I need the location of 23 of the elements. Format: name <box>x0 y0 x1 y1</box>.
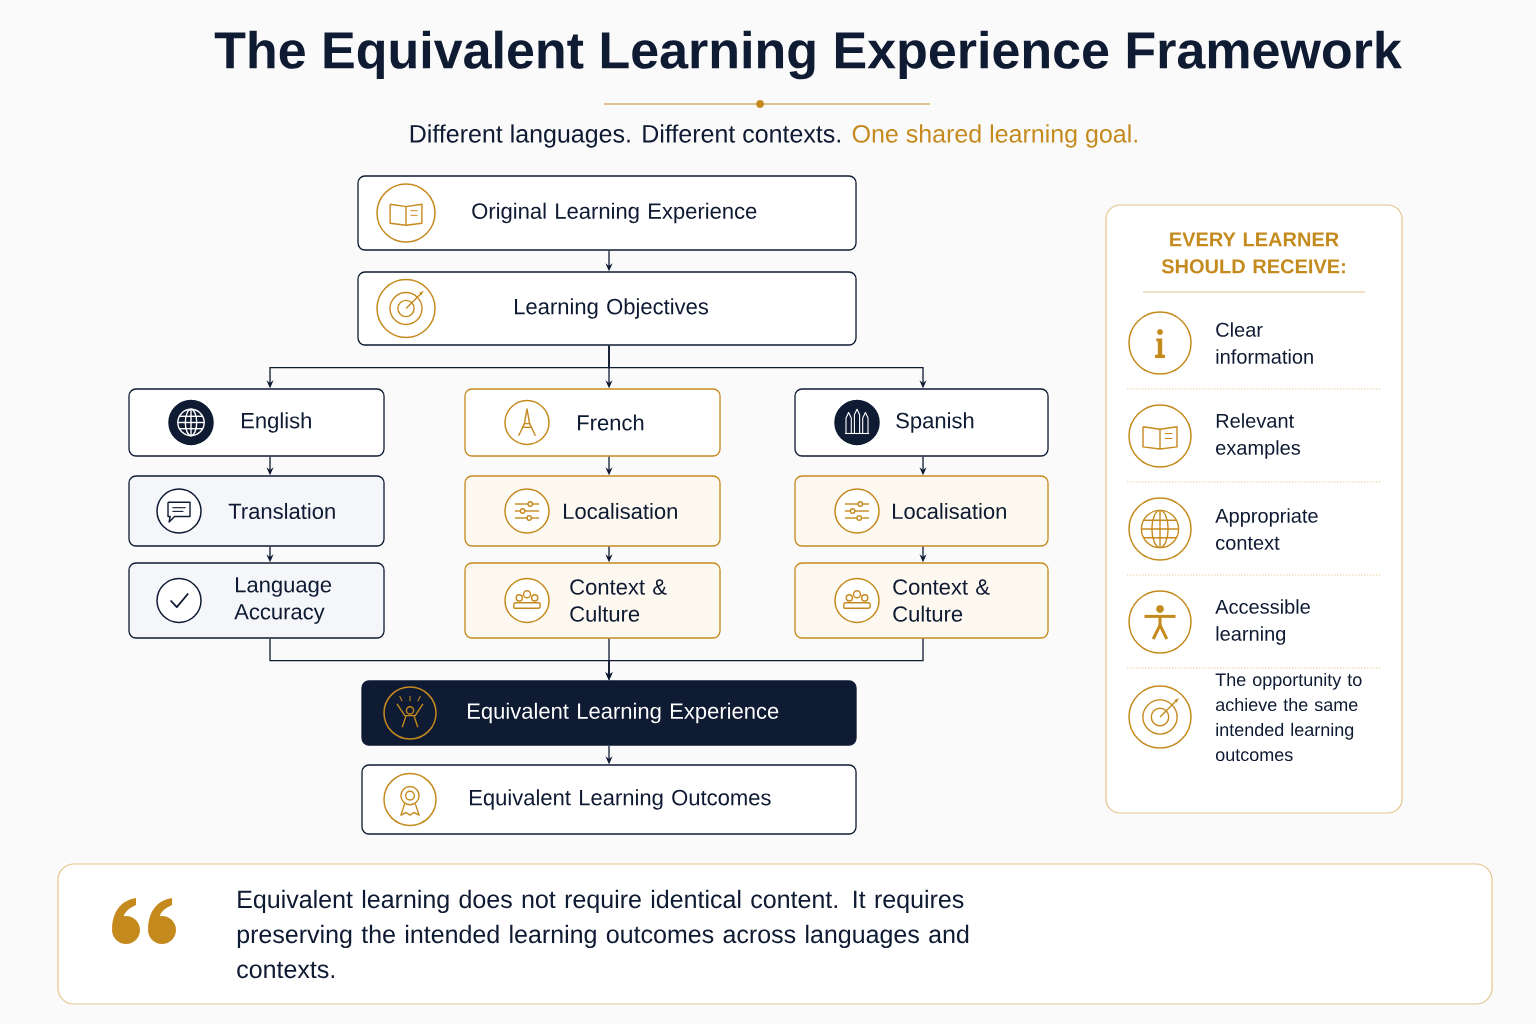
process-box: Localisation <box>794 475 1049 547</box>
process-box: Equivalent Learning Experience <box>361 680 857 746</box>
process-box: Language Accuracy <box>128 562 385 639</box>
list-item: Accessible learning <box>1215 599 1310 645</box>
subtitle: One shared learning goal. <box>852 124 1137 148</box>
process-box: Context & Culture <box>464 562 721 639</box>
title: The Equivalent Learning Experience Framework <box>214 30 1402 80</box>
subtitle: Different languages. Different contexts. <box>410 124 840 148</box>
process-box: Original Learning Experience <box>357 175 857 251</box>
list-item: The opportunity to achieve the same intended learning outcomes <box>1215 672 1362 762</box>
process-box: Localisation <box>464 475 721 547</box>
process-box: Translation <box>128 475 385 547</box>
process-box: Context & Culture <box>794 562 1049 639</box>
process-box: French <box>464 388 721 457</box>
panel-heading: EVERY LEARNER SHOULD RECEIVE: <box>1161 232 1345 274</box>
process-box: Learning Objectives <box>357 271 857 346</box>
process-box: Equivalent Learning Outcomes <box>361 764 857 835</box>
process-box: English <box>128 388 385 457</box>
quote-box: Equivalent learning does not require identical content. It requires preserving the intended learning outcomes across languages and contexts. <box>57 863 1493 1005</box>
list-item: Appropriate context <box>1215 508 1318 550</box>
list-item: Relevant examples <box>1216 413 1301 459</box>
process-box: Spanish <box>794 388 1049 457</box>
list-item: Clear information <box>1216 322 1313 364</box>
